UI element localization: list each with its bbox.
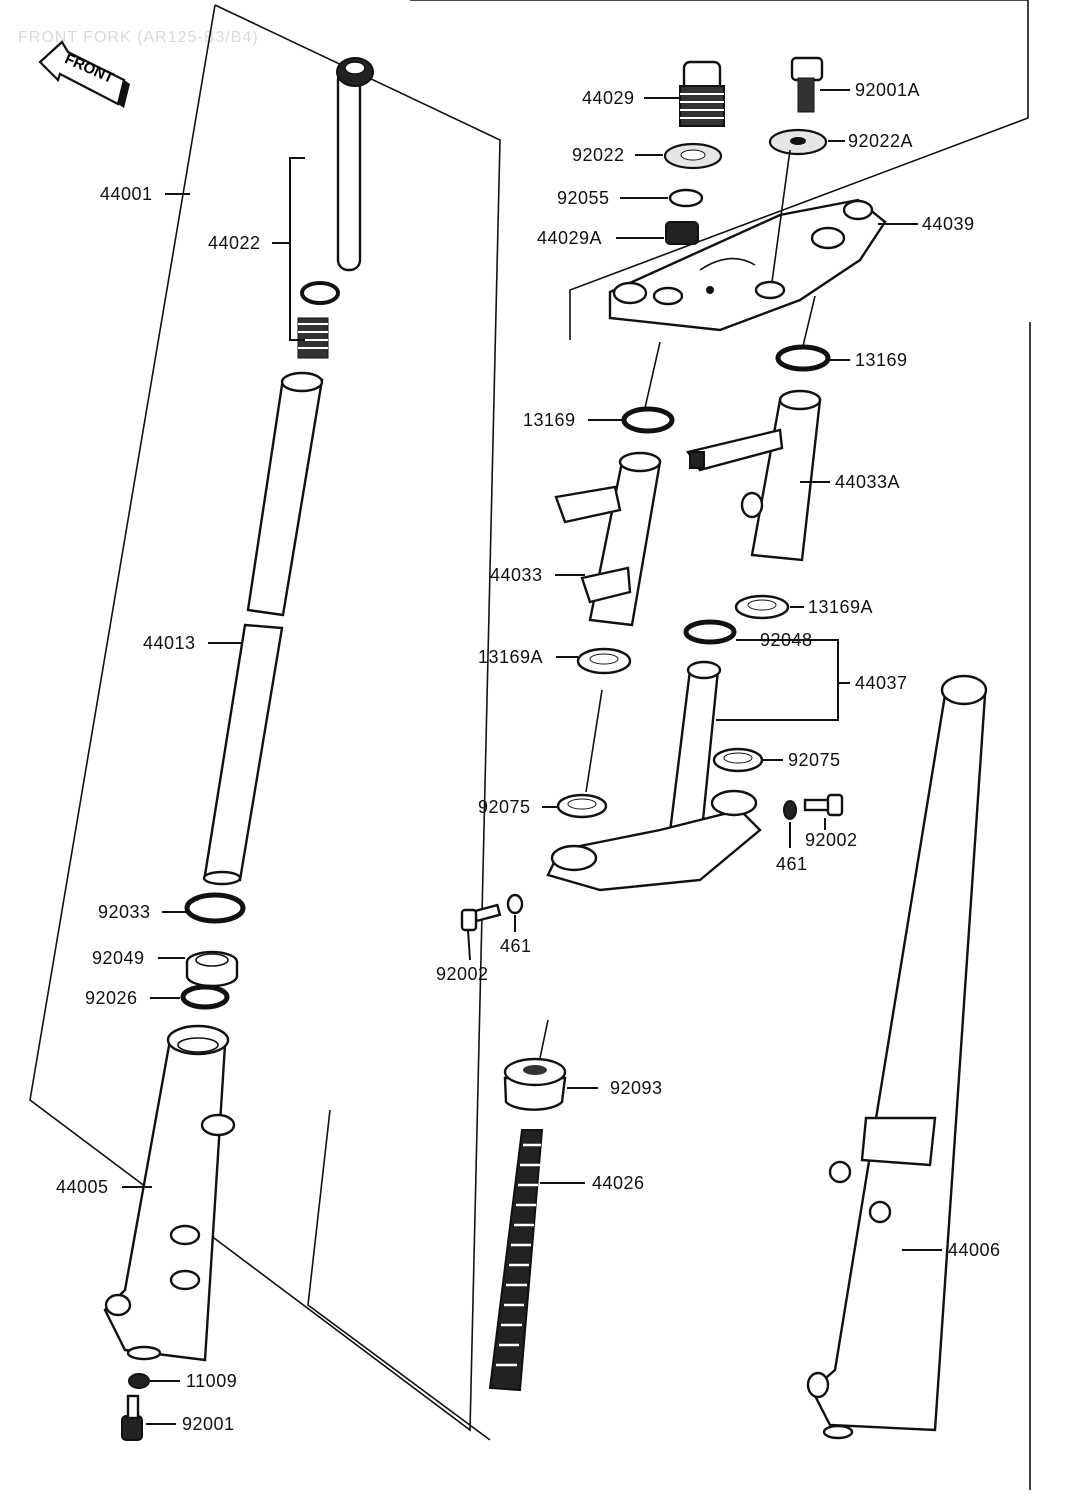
label-44029: 44029 xyxy=(582,88,635,108)
callout-labels: 44001 44022 44013 92033 92049 92026 4400… xyxy=(56,80,1001,1434)
label-92093: 92093 xyxy=(610,1078,663,1098)
label-44026: 44026 xyxy=(592,1173,645,1193)
inner-tube xyxy=(202,371,324,886)
label-92001: 92001 xyxy=(182,1414,235,1434)
washer-461-right xyxy=(783,800,797,820)
label-44006: 44006 xyxy=(948,1240,1001,1260)
label-92001A: 92001A xyxy=(855,80,920,100)
dust-seal-13169-right xyxy=(775,344,831,372)
leader-lines xyxy=(122,89,942,1425)
o-ring-92055 xyxy=(668,188,704,208)
label-13169A-left: 13169A xyxy=(478,647,543,667)
bolt-92001A xyxy=(790,56,824,113)
fork-group-outline xyxy=(29,4,501,1432)
label-461-right: 461 xyxy=(776,854,808,874)
fork-spring xyxy=(488,1129,544,1392)
bearing-92075-right xyxy=(712,747,764,773)
headlight-bracket-left xyxy=(554,451,662,627)
spring-seat-92093 xyxy=(503,1057,567,1111)
label-92075-left: 92075 xyxy=(478,797,531,817)
circlip xyxy=(300,281,340,305)
rebound-spring xyxy=(297,317,329,359)
headlight-bracket-right xyxy=(686,389,822,562)
label-92055: 92055 xyxy=(557,188,610,208)
label-44033: 44033 xyxy=(490,565,543,585)
dust-seal-13169-left xyxy=(621,406,675,434)
seal-clip xyxy=(184,892,246,924)
washer-461-left xyxy=(506,893,524,915)
label-92048: 92048 xyxy=(760,630,813,650)
oil-seal xyxy=(185,950,239,988)
fork-cap-bolt xyxy=(679,60,725,127)
upper-group-outline xyxy=(410,0,1029,340)
label-92026: 92026 xyxy=(85,988,138,1008)
label-461-left: 461 xyxy=(500,936,532,956)
outer-tube-right xyxy=(806,674,988,1440)
fork-rod xyxy=(336,57,374,272)
collar-44029A xyxy=(665,221,699,245)
front-direction-arrow: FRONT xyxy=(38,40,130,108)
label-44005: 44005 xyxy=(56,1177,109,1197)
upper-bracket xyxy=(608,198,887,332)
ring-92048 xyxy=(683,619,737,645)
label-92002-right: 92002 xyxy=(805,830,858,850)
label-44037: 44037 xyxy=(855,673,908,693)
label-44033A: 44033A xyxy=(835,472,900,492)
gasket-11009 xyxy=(128,1373,150,1389)
seal-13169A-right xyxy=(734,594,790,620)
washer-92022A xyxy=(768,128,828,156)
label-44013: 44013 xyxy=(143,633,196,653)
label-11009: 11009 xyxy=(186,1371,237,1391)
label-92033: 92033 xyxy=(98,902,151,922)
label-44001: 44001 xyxy=(100,184,153,204)
bearing-92075-left xyxy=(556,793,608,819)
label-44022: 44022 xyxy=(208,233,261,253)
label-44039: 44039 xyxy=(922,214,975,234)
seal-13169A-left xyxy=(576,647,632,675)
bolt-92002-left xyxy=(460,903,502,932)
label-13169A-right: 13169A xyxy=(808,597,873,617)
spring-group-outline xyxy=(307,1109,491,1441)
label-92022: 92022 xyxy=(572,145,625,165)
label-92049: 92049 xyxy=(92,948,145,968)
bolt-92002-right xyxy=(803,793,844,817)
washer-92026 xyxy=(180,984,230,1010)
steering-stem xyxy=(546,660,762,892)
label-92002-left: 92002 xyxy=(436,964,489,984)
bolt-92001 xyxy=(121,1394,143,1441)
outer-tube-left xyxy=(103,1024,236,1362)
label-92022A: 92022A xyxy=(848,131,913,151)
label-44029A: 44029A xyxy=(537,228,602,248)
label-92075-right: 92075 xyxy=(788,750,841,770)
diagram-title: FRONT FORK (AR125-B3/B4) xyxy=(18,29,259,46)
washer-92022 xyxy=(663,142,723,170)
label-13169-left: 13169 xyxy=(523,410,576,430)
label-13169-right: 13169 xyxy=(855,350,908,370)
